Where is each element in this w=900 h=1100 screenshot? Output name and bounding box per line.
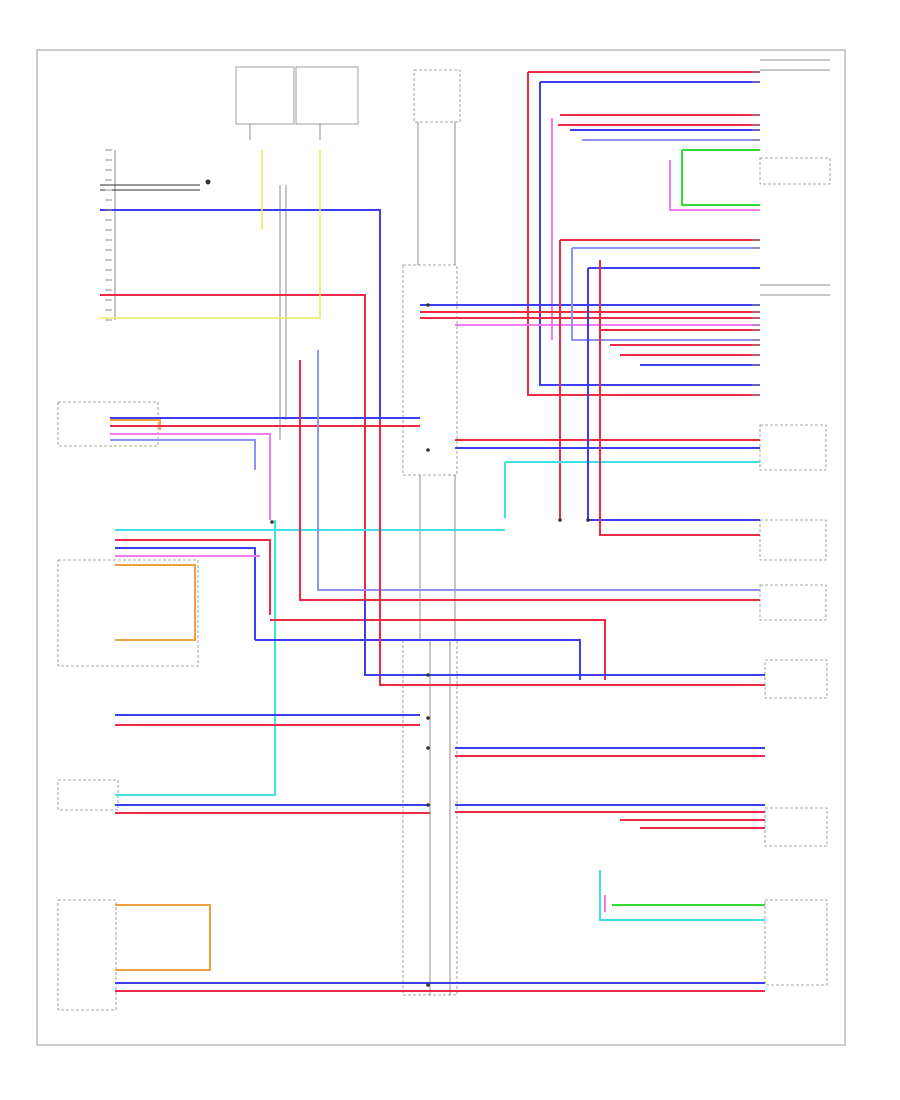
components	[57, 66, 831, 1011]
gauge-control-module-box	[764, 807, 828, 847]
fuse-block-left	[235, 66, 295, 125]
sunroof-box	[759, 157, 831, 185]
left-pin-ticks	[105, 149, 112, 321]
transmission-control-unit-box	[57, 401, 159, 447]
fuse-block-right	[295, 66, 359, 125]
bluetooth-unit-box	[759, 519, 827, 561]
colored-wires	[100, 71, 765, 992]
junction-connector-upper	[402, 264, 458, 476]
power-supply-connector	[413, 69, 461, 123]
adaptive-cruise-box	[764, 899, 828, 986]
steering-angle-sensor-box	[57, 899, 117, 1011]
neutral-wires	[100, 59, 830, 995]
radar-sensor-box	[759, 584, 827, 621]
vsa-modulator-box	[57, 779, 119, 811]
splice-points	[205, 179, 590, 987]
diagram-frame	[36, 49, 846, 1046]
electric-parking-brake-box	[57, 559, 199, 667]
srs-unit-box	[759, 424, 827, 471]
right-pin-ticks	[752, 71, 760, 396]
smart-entry-box	[764, 659, 828, 699]
